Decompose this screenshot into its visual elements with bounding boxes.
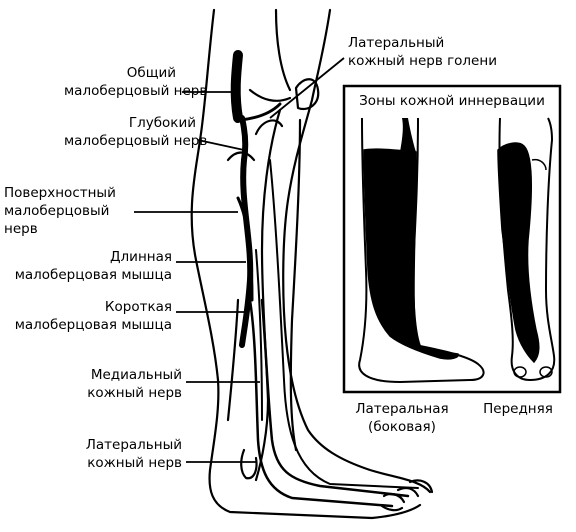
label-line: кожный нерв <box>87 455 182 471</box>
label-anterior-view: Передняя <box>483 401 553 417</box>
inset-frame <box>342 84 562 394</box>
label-line: нерв <box>4 221 38 237</box>
label-line: Латеральная <box>355 401 449 417</box>
label-line: Поверхностный <box>4 185 116 201</box>
label-line: малоберцовый <box>4 203 110 219</box>
label-short-peroneal-muscle: Короткая малоберцовая мышца <box>4 298 172 334</box>
label-lateral-cutaneous: Латеральный кожный нерв <box>40 436 182 472</box>
label-line: Медиальный <box>90 367 182 383</box>
label-line: малоберцовая мышца <box>14 317 172 333</box>
label-line: (боковая) <box>368 419 436 435</box>
label-line: малоберцовый нерв <box>64 133 208 149</box>
lateral-view-leg <box>358 117 485 384</box>
label-line: Латеральный <box>348 35 445 51</box>
label-line: малоберцовая мышца <box>14 267 172 283</box>
label-line: кожный нерв <box>87 385 182 401</box>
label-deep-peroneal: Глубокий малоберцовый нерв <box>64 114 208 150</box>
label-line: Короткая <box>104 299 172 315</box>
label-lateral-cutaneous-calf: Латеральный кожный нерв голени <box>348 34 524 70</box>
anterior-view-leg <box>497 117 556 382</box>
label-line: малоберцовый нерв <box>64 83 208 99</box>
label-superficial-peroneal: Поверхностный малоберцовый нерв <box>4 184 144 238</box>
label-line: Общий <box>126 65 176 81</box>
label-line: кожный нерв голени <box>348 53 497 69</box>
label-line: Глубокий <box>128 115 196 131</box>
label-line: Латеральный <box>85 437 182 453</box>
label-medial-cutaneous: Медиальный кожный нерв <box>40 366 182 402</box>
label-long-peroneal-muscle: Длинная малоберцовая мышца <box>4 248 172 284</box>
label-lateral-view: Латеральная (боковая) <box>340 400 464 436</box>
label-line: Длинная <box>110 249 172 265</box>
nerve-paths <box>230 50 419 508</box>
leader-lines <box>134 57 345 463</box>
label-common-peroneal: Общий малоберцовый нерв <box>64 64 208 100</box>
inset-title: Зоны кожной иннервации <box>359 93 545 109</box>
